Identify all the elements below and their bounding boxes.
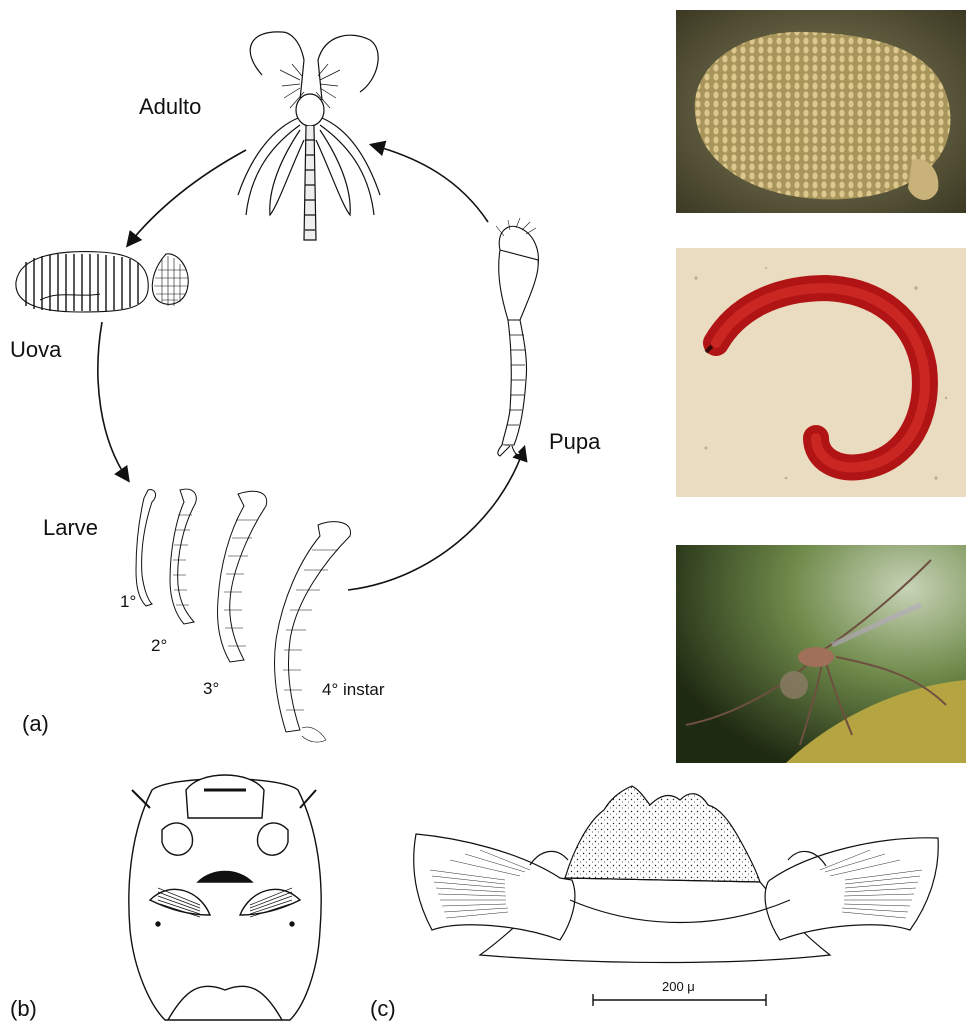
panel-c-label: (c): [370, 998, 396, 1020]
eggs-photo: [676, 10, 966, 213]
instar-2-label: 2°: [151, 637, 167, 654]
arrow-pupa-to-adult: [372, 145, 488, 222]
adult-label: Adulto: [139, 96, 201, 118]
larva-photo: [676, 248, 966, 497]
arrow-larvae-to-pupa: [348, 448, 524, 590]
pupa-label: Pupa: [549, 431, 600, 453]
instar-4-label: 4° instar: [322, 681, 385, 698]
eggs-label: Uova: [10, 339, 61, 361]
instar-3-label: 3°: [203, 680, 219, 697]
panel-a-label: (a): [22, 713, 49, 735]
arrow-eggs-to-larvae: [98, 322, 128, 480]
egg-mass-drawing: [16, 252, 188, 312]
instar-1-label: 1°: [120, 593, 136, 610]
panel-b-label: (b): [10, 998, 37, 1020]
adult-photo: [676, 545, 966, 763]
scale-bar-label: 200 μ: [662, 980, 695, 993]
adult-midge-drawing: [238, 32, 380, 240]
larvae-drawings: [136, 489, 351, 742]
pupa-drawing: [496, 218, 538, 456]
larvae-label: Larve: [43, 517, 98, 539]
arrow-adult-to-eggs: [128, 150, 246, 245]
